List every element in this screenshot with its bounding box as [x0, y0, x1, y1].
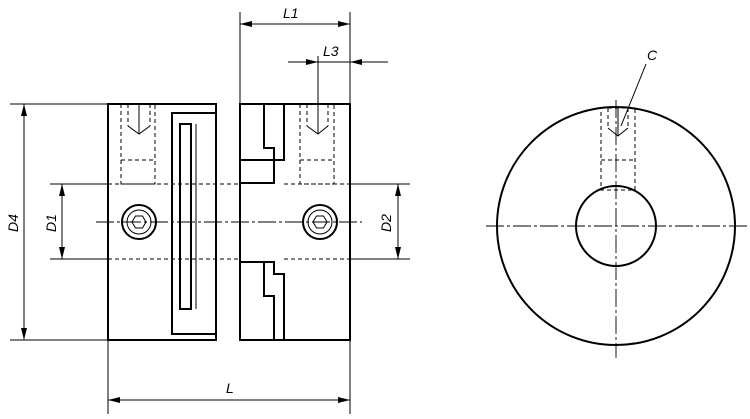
side-view: [96, 103, 362, 341]
label-d4: D4: [5, 214, 21, 232]
right-setscrew: [299, 103, 335, 185]
dim-l1: L1: [239, 5, 351, 104]
left-hub-outline: [107, 103, 217, 341]
dim-d1: D1: [43, 183, 108, 260]
middle-spider-lower: [239, 261, 275, 341]
label-l3: L3: [323, 43, 339, 59]
front-view: C: [486, 47, 750, 358]
front-setscrew: [600, 107, 636, 191]
dim-d4: D4: [5, 103, 108, 341]
label-d1: D1: [43, 214, 59, 232]
jaw-slot-outer: [171, 112, 217, 335]
label-d2: D2: [378, 214, 394, 232]
dim-d2: D2: [350, 183, 410, 260]
dim-l3: L3: [288, 43, 388, 104]
middle-spider-outline: [239, 103, 275, 161]
jaw-slot-inner: [179, 123, 192, 310]
dim-l: L: [107, 340, 351, 414]
left-setscrew: [120, 103, 156, 185]
label-c: C: [647, 47, 658, 63]
label-l: L: [226, 380, 234, 396]
label-l1: L1: [283, 5, 299, 21]
c-leader: [620, 63, 647, 127]
